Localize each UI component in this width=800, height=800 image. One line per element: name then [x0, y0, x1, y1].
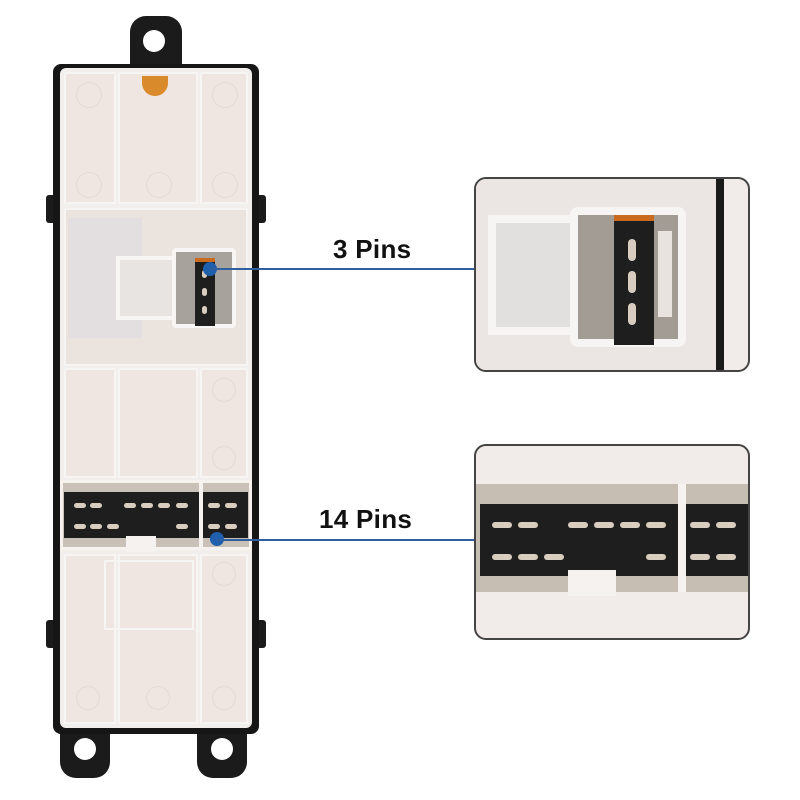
pin	[202, 288, 207, 296]
pin	[107, 524, 119, 529]
callout-label-14pin: 14 Pins	[319, 504, 413, 534]
orange-indicator	[142, 76, 168, 96]
cover-cell	[118, 368, 198, 478]
cover-circle	[212, 446, 236, 470]
callout-line-14pin	[217, 539, 475, 541]
side-clip	[256, 620, 266, 648]
inset-latch	[568, 570, 616, 596]
connector-latch	[126, 536, 156, 552]
cover-circle	[146, 686, 170, 710]
side-clip	[46, 195, 56, 223]
inset-divider	[678, 484, 686, 592]
cover-circle	[212, 172, 238, 198]
pin	[716, 522, 736, 528]
connector-divider	[199, 480, 203, 550]
cover-circle	[146, 172, 172, 198]
pin	[716, 554, 736, 560]
pin	[628, 303, 636, 325]
pin	[492, 554, 512, 560]
inset-3pin-closeup	[474, 177, 750, 372]
connector-3pin-window	[116, 256, 182, 320]
pin	[124, 503, 136, 508]
inset-slot	[658, 231, 672, 317]
pin	[208, 503, 220, 508]
pin	[628, 271, 636, 293]
cover-rib	[104, 560, 194, 630]
pin	[74, 524, 86, 529]
pin	[594, 522, 614, 528]
pin	[518, 522, 538, 528]
pin	[158, 503, 170, 508]
pin	[225, 524, 237, 529]
cover-circle	[212, 82, 238, 108]
pin	[74, 503, 86, 508]
pin	[646, 522, 666, 528]
inset-connector-14pin	[480, 504, 748, 576]
cover-circle	[76, 172, 102, 198]
pin	[628, 239, 636, 261]
pin	[208, 524, 220, 529]
side-clip	[256, 195, 266, 223]
bottom-mount-hole-left	[74, 738, 96, 760]
pin	[202, 306, 207, 314]
pin	[620, 522, 640, 528]
pin	[690, 554, 710, 560]
cover-circle	[212, 378, 236, 402]
pin	[90, 503, 102, 508]
cover-circle	[212, 562, 236, 586]
pin	[568, 522, 588, 528]
cover-circle	[76, 686, 100, 710]
pin	[225, 503, 237, 508]
pin	[544, 554, 564, 560]
callout-line-3pin	[210, 268, 474, 270]
cover-circle	[76, 82, 102, 108]
connector-14pin	[64, 492, 248, 538]
cover-circle	[212, 686, 236, 710]
side-clip	[46, 620, 56, 648]
callout-label-3pin: 3 Pins	[333, 234, 412, 264]
cover-cell	[64, 368, 116, 478]
pin	[176, 524, 188, 529]
pin	[141, 503, 153, 508]
pin	[518, 554, 538, 560]
top-mount-hole	[143, 30, 165, 52]
inset-edge-bar	[716, 179, 724, 370]
inset-14pin-closeup	[474, 444, 750, 640]
pin	[176, 503, 188, 508]
pin	[690, 522, 710, 528]
pin	[646, 554, 666, 560]
pin	[90, 524, 102, 529]
pin	[492, 522, 512, 528]
bottom-mount-hole-right	[211, 738, 233, 760]
